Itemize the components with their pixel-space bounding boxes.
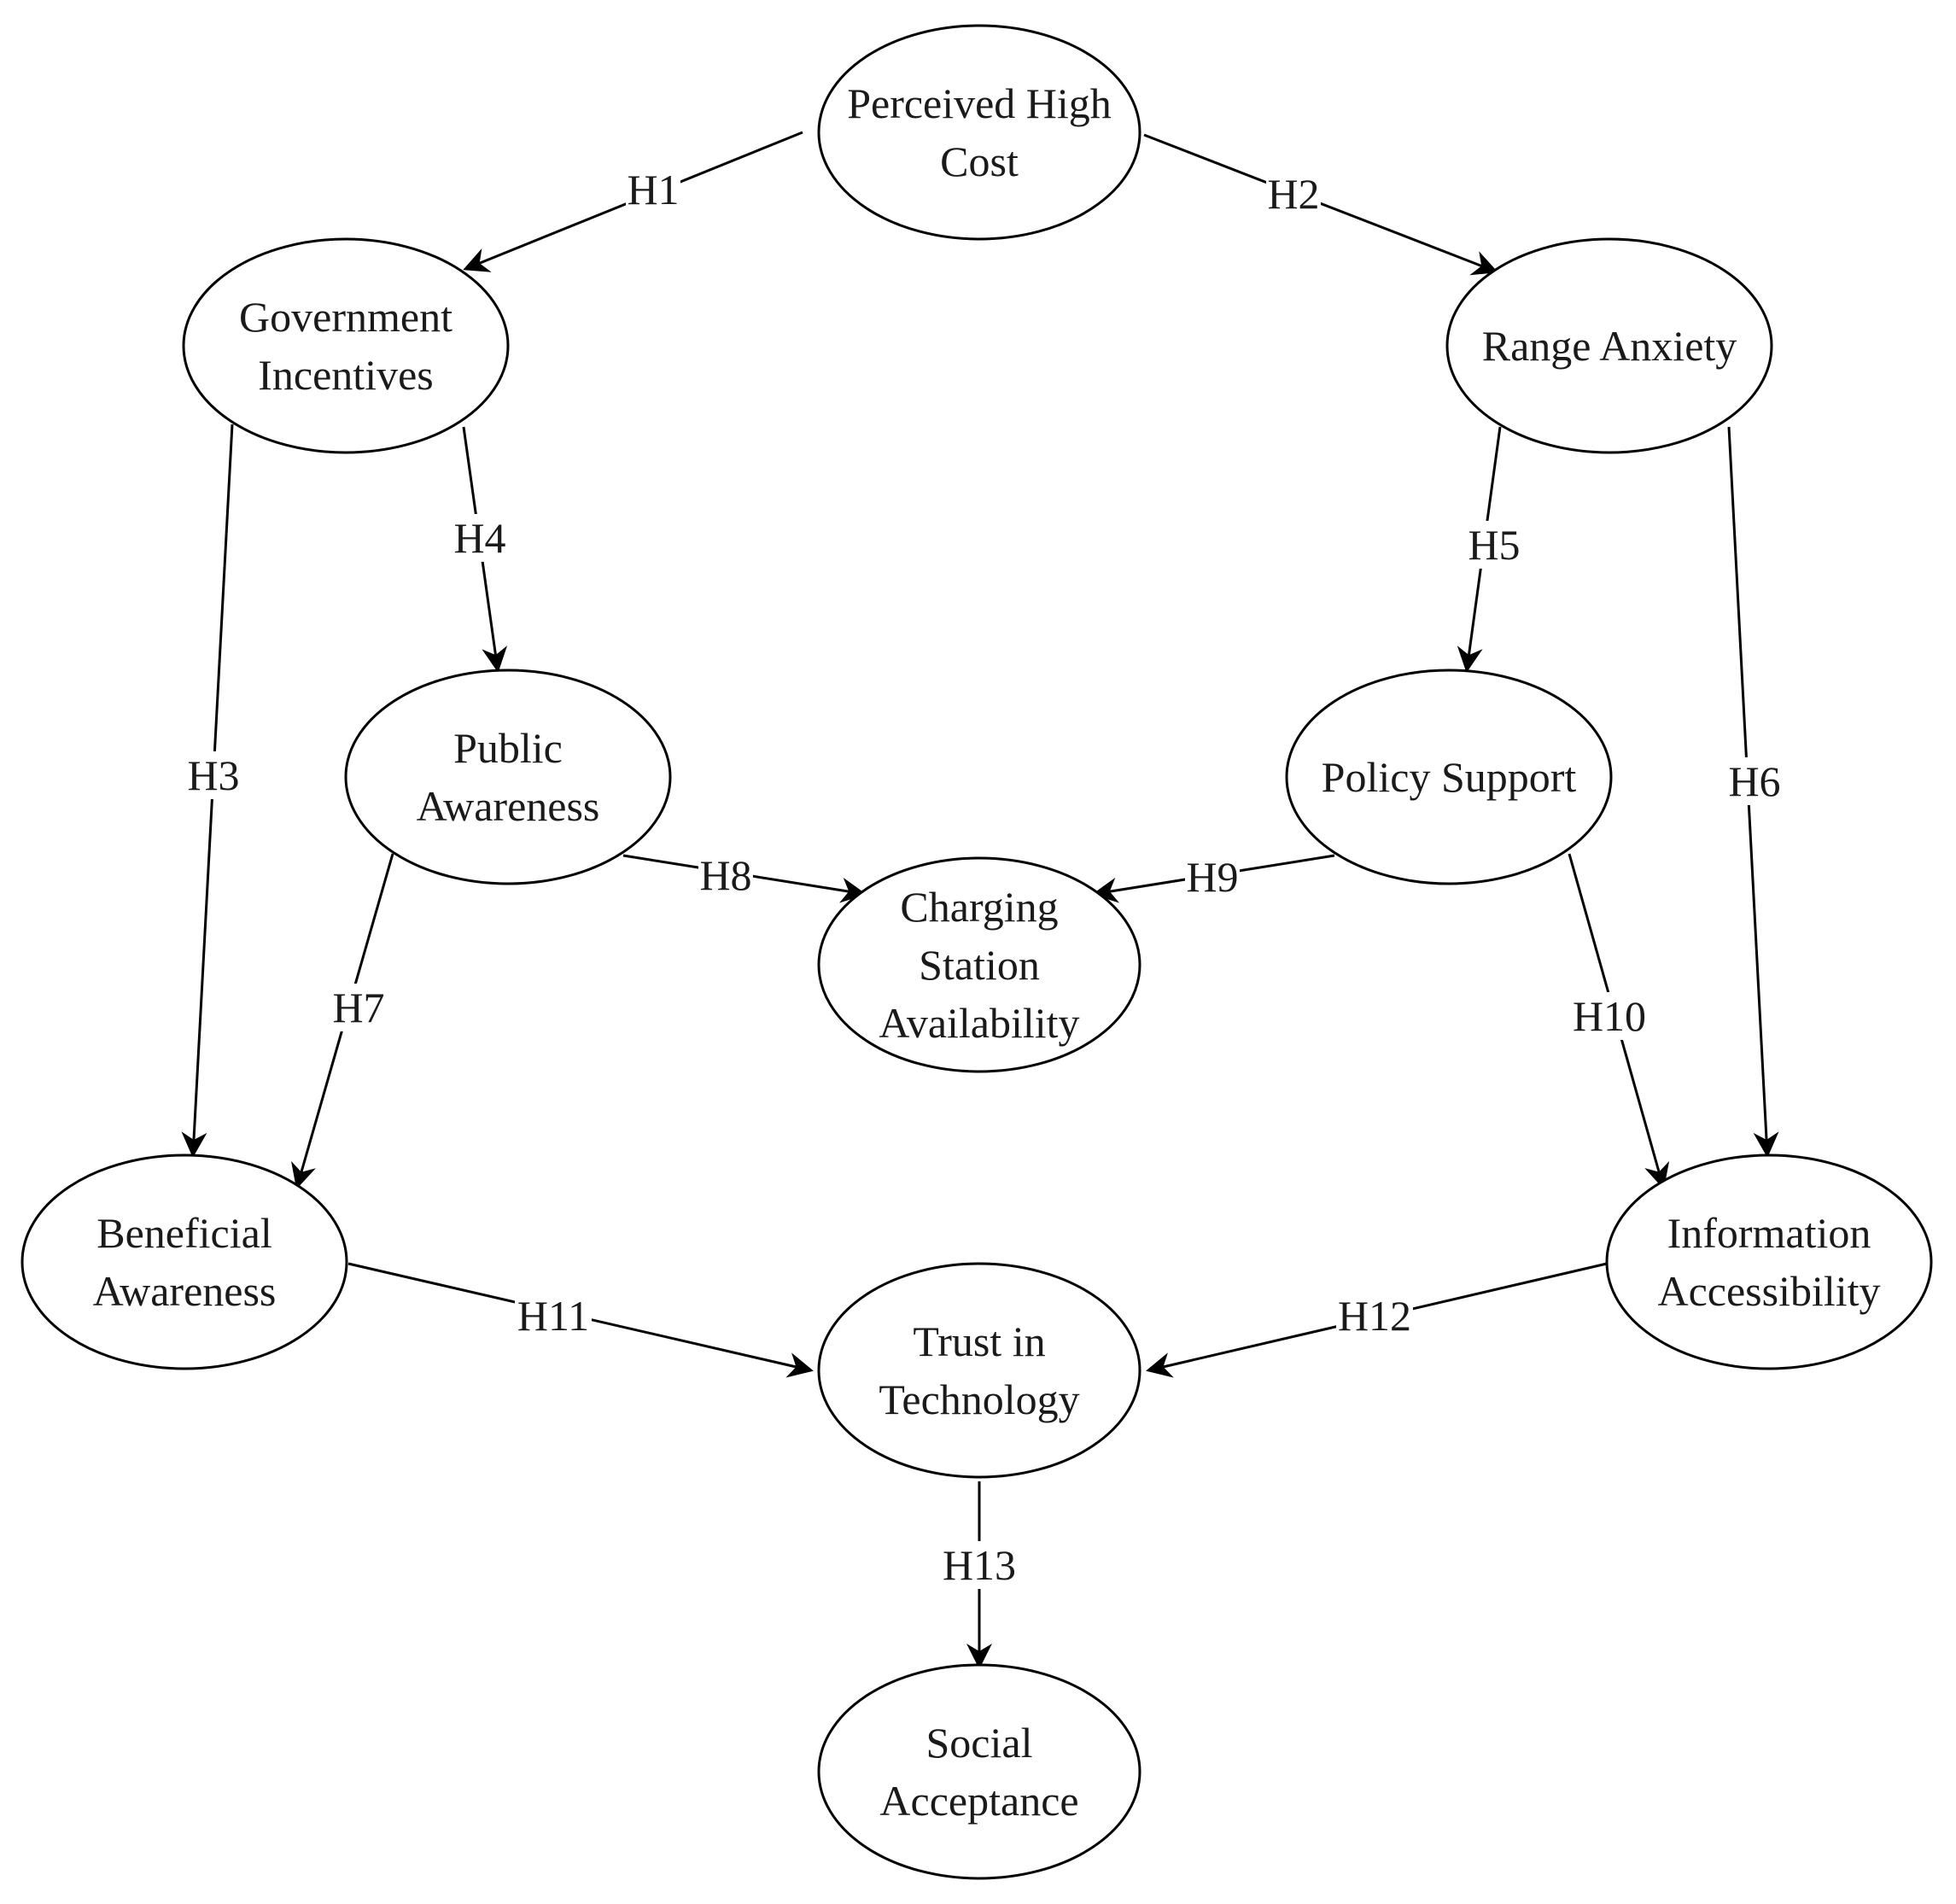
edge-h8-label: H8 [699,851,751,899]
node-trust-in-technology-ellipse [817,1262,1141,1479]
node-policy-support-label-line: Policy Support [1322,753,1577,801]
edge-h10-label: H10 [1573,992,1646,1040]
edge-h6-label-background [1727,757,1782,805]
edge-h3-label-background [186,751,241,799]
edge-h6-label: H6 [1728,757,1780,805]
edge-h2-label-background [1266,170,1321,218]
node-public-awareness-label-line: Awareness [417,782,600,830]
edge-h1-label: H1 [627,166,679,213]
edge-h8-label-background [698,851,753,899]
node-perceived-high-cost-label-line: Cost [940,137,1019,185]
node-charging-station-availability-ellipse [817,856,1141,1073]
edge-h5-label-background [1467,521,1521,569]
node-trust-in-technology-label-line: Trust in [913,1317,1045,1365]
node-range-anxiety-ellipse [1445,237,1773,454]
edge-h13-label-background [941,1541,1018,1589]
edge-h4-label-background [453,514,507,562]
node-trust-in-technology-label-line: Technology [879,1375,1079,1423]
node-charging-station-availability-label-line: Charging [900,883,1058,931]
edge-h7-label: H7 [332,984,384,1031]
node-policy-support-ellipse [1285,669,1613,885]
edge-h11-label: H11 [517,1292,589,1340]
edge-h9-label-background [1185,853,1240,901]
edge-h7-label-background [331,984,386,1031]
node-perceived-high-cost-label-line: Perceived High [847,79,1112,127]
node-trust-in-technology: Trust in Technology [817,1262,1141,1479]
node-social-acceptance-label-line: Acceptance [879,1777,1078,1825]
edge-h13-label: H13 [943,1541,1016,1589]
node-range-anxiety-label-line: Range Anxiety [1482,322,1737,370]
edge-h4-label: H4 [453,514,505,562]
edge-h2-label: H2 [1267,170,1319,218]
edge-h3-label: H3 [187,751,239,799]
node-social-acceptance-ellipse [817,1663,1141,1880]
edge-h12-label: H12 [1338,1292,1411,1340]
node-beneficial-awareness-label-line: Beneficial [96,1209,272,1257]
node-information-accessibility-ellipse [1605,1153,1933,1370]
edge-h9-label: H9 [1186,853,1238,901]
node-information-accessibility-label-line: Accessibility [1657,1267,1880,1315]
node-government-incentives-ellipse [182,237,510,454]
edge-h1-label-background [626,166,680,213]
node-range-anxiety: Range Anxiety [1445,237,1773,454]
node-perceived-high-cost-ellipse [817,24,1141,241]
node-charging-station-availability-label-line: Availability [879,999,1079,1047]
node-public-awareness-ellipse [344,669,672,885]
node-social-acceptance-label-line: Social [926,1719,1033,1767]
node-policy-support: Policy Support [1285,669,1613,885]
edge-h11-label-background [515,1292,592,1340]
edge-h10-label-background [1571,992,1648,1040]
node-information-accessibility-label-line: Information [1667,1209,1871,1257]
node-government-incentives-label-line: Government [239,293,453,341]
node-beneficial-awareness-ellipse [20,1153,348,1370]
node-beneficial-awareness-label-line: Awareness [93,1267,277,1315]
node-public-awareness-label-line: Public [453,724,563,772]
node-charging-station-availability-label-line: Station [919,941,1040,989]
edge-h5-label: H5 [1468,521,1520,569]
node-government-incentives-label-line: Incentives [258,351,433,399]
edge-h12-label-background [1336,1292,1413,1340]
